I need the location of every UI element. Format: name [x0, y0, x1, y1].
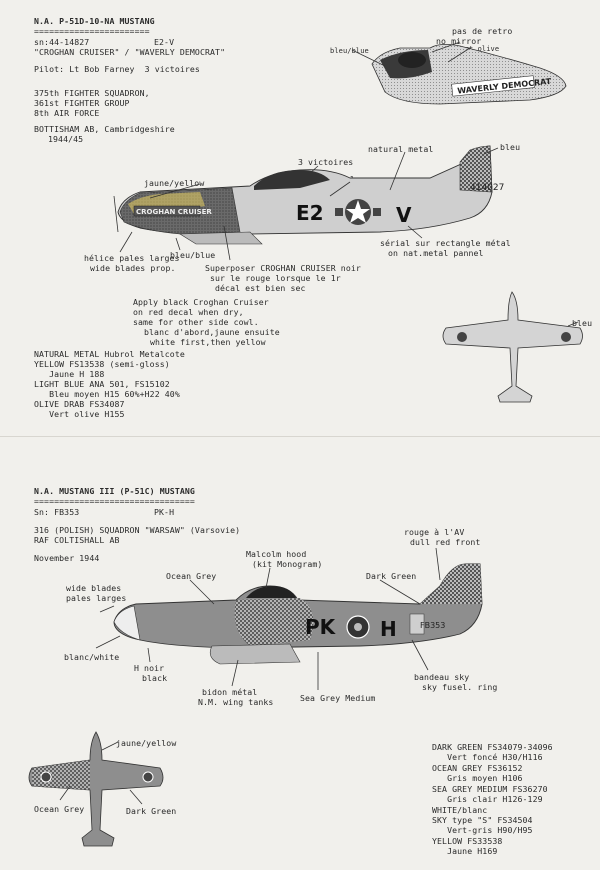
serial-on-fuselage: FB353 — [420, 621, 445, 630]
label-apply: white first,then yellow — [150, 337, 266, 347]
page-fold-line — [0, 436, 600, 437]
paint-line: Gris clair H126-129 — [432, 794, 543, 804]
code-right: H — [380, 617, 397, 641]
label-sea-grey: Sea Grey Medium — [300, 693, 376, 703]
label-apply: same for other side cowl. — [133, 317, 259, 327]
label-bleu-tail: bleu — [500, 142, 521, 152]
label-wide-blades: pales larges — [66, 593, 127, 603]
label-apply: on red decal when dry, — [133, 307, 244, 317]
base-date: 1944/45 — [48, 134, 84, 144]
label-malcolm: (kit Monogram) — [252, 559, 323, 569]
aircraft-2-squadron: 316 (POLISH) SQUADRON "WARSAW" (Varsovie… — [34, 525, 241, 535]
label-superposer: décal est bien sec — [215, 283, 306, 293]
aircraft-1-title-underline: ======================= — [34, 26, 150, 36]
label-malcolm: Malcolm hood — [246, 549, 307, 559]
mustang-iii-profile-drawing: PK H FB353 — [95, 547, 483, 690]
label-serial-note: on nat.metal pannel — [388, 248, 484, 258]
label-helice: hélice pales larges — [84, 253, 180, 263]
paint-line: Gris moyen H106 — [432, 773, 523, 783]
paint-line: YELLOW FS33538 — [432, 836, 503, 846]
label-bidon: bidon métal — [202, 687, 258, 697]
paint-line: Vert olive H155 — [34, 409, 125, 419]
label-jaune-yellow-2: jaune/yellow — [116, 738, 177, 748]
paint-line: OLIVE DRAB FS34087 — [34, 399, 125, 409]
label-jaune-yellow: jaune/yellow — [144, 178, 205, 188]
aircraft-2-date: November 1944 — [34, 553, 100, 563]
label-superposer: Superposer CROGHAN CRUISER noir — [205, 263, 361, 273]
fuselage-letter: V — [396, 203, 412, 227]
aircraft-1-code: E2-V — [154, 37, 175, 47]
label-h-noir: H noir — [134, 663, 165, 673]
label-natural-metal: natural metal — [368, 144, 434, 154]
paint-line: Bleu moyen H15 60%+H22 40% — [34, 389, 180, 399]
label-bandeau: bandeau sky — [414, 672, 470, 682]
unit-line: 361st FIGHTER GROUP — [34, 98, 130, 108]
mustang-iii-planform-drawing — [28, 731, 164, 847]
label-ocean-grey-plan: Ocean Grey — [34, 804, 85, 814]
paint-line: Jaune H169 — [432, 846, 498, 856]
aircraft-1-pilot: Pilot: Lt Bob Farney 3 victoires — [34, 64, 200, 74]
aircraft-1-title: N.A. P-51D-10-NA MUSTANG — [34, 16, 155, 26]
label-ocean-grey: Ocean Grey — [166, 571, 217, 581]
cowl-detail-drawing: WAVERLY DEMOCRAT — [351, 41, 567, 105]
aircraft-2-title: N.A. MUSTANG III (P-51C) MUSTANG — [34, 486, 195, 496]
label-dark-green: Dark Green — [366, 571, 417, 581]
paint-line: Jaune H 188 — [34, 369, 105, 379]
paint-line: YELLOW FS13538 (semi-gloss) — [34, 359, 170, 369]
aircraft-1-names: "CROGHAN CRUISER" / "WAVERLY DEMOCRAT" — [34, 47, 226, 57]
label-bleu-blue: bleu/blue — [330, 47, 369, 55]
aircraft-2-serial: Sn: FB353 — [34, 507, 80, 517]
paint-line: Vert-gris H90/H95 — [432, 825, 533, 835]
code-left: PK — [305, 615, 337, 639]
base-line: BOTTISHAM AB, Cambridgeshire — [34, 124, 175, 134]
label-blanc-white: blanc/white — [64, 652, 120, 662]
cowl-text-croghan: CROGHAN CRUISER — [136, 208, 212, 216]
unit-line: 8th AIR FORCE — [34, 108, 100, 118]
label-bleu-planform: bleu — [572, 318, 593, 328]
label-dark-green-plan: Dark Green — [126, 806, 177, 816]
p51d-planform-drawing — [442, 291, 583, 403]
paint-line: WHITE/blanc — [432, 805, 488, 815]
label-rouge: rouge à l'AV — [404, 527, 465, 537]
paint-line: NATURAL METAL Hubrol Metalcote — [34, 349, 185, 359]
fuselage-code: E2 — [296, 201, 324, 225]
aircraft-2-base: RAF COLTISHALL AB — [34, 535, 120, 545]
paint-line: LIGHT BLUE ANA 501, FS15102 — [34, 379, 170, 389]
paint-line: OCEAN GREY FS36152 — [432, 763, 523, 773]
paint-line: Vert foncé H30/H116 — [432, 752, 543, 762]
label-apply: Apply black Croghan Cruiser — [133, 297, 269, 307]
paint-line: DARK GREEN FS34079-34096 — [432, 742, 553, 752]
label-bandeau: sky fusel. ring — [422, 682, 498, 692]
aircraft-2-code: PK-H — [154, 507, 175, 517]
label-pas-de-retro: pas de retro — [452, 26, 513, 36]
label-wide-blades: wide blades — [66, 583, 122, 593]
label-no-mirror: no mirror — [436, 36, 482, 46]
p51d-profile-drawing: CROGHAN CRUISER 414027 E2 V — [113, 145, 504, 261]
label-serial-note: sérial sur rectangle métal — [380, 238, 511, 248]
aircraft-1-serial: sn:44-14827 — [34, 37, 90, 47]
label-helice: wide blades prop. — [90, 263, 176, 273]
paint-line: SEA GREY MEDIUM FS36270 — [432, 784, 548, 794]
aircraft-2-title-underline: ================================ — [34, 496, 195, 506]
label-bleu-h: bleu/blue — [170, 250, 216, 260]
tail-serial: 414027 — [470, 183, 504, 193]
label-apply: blanc d'abord,jaune ensuite — [144, 327, 280, 337]
paint-line: SKY type "S" FS34504 — [432, 815, 533, 825]
label-bidon: N.M. wing tanks — [198, 697, 274, 707]
unit-line: 375th FIGHTER SQUADRON, — [34, 88, 150, 98]
label-superposer: sur le rouge lorsque le 1r — [210, 273, 341, 283]
label-dull-red: dull red front — [410, 537, 481, 547]
label-3-victoires: 3 victoires — [298, 157, 354, 167]
label-h-noir: black — [142, 673, 168, 683]
